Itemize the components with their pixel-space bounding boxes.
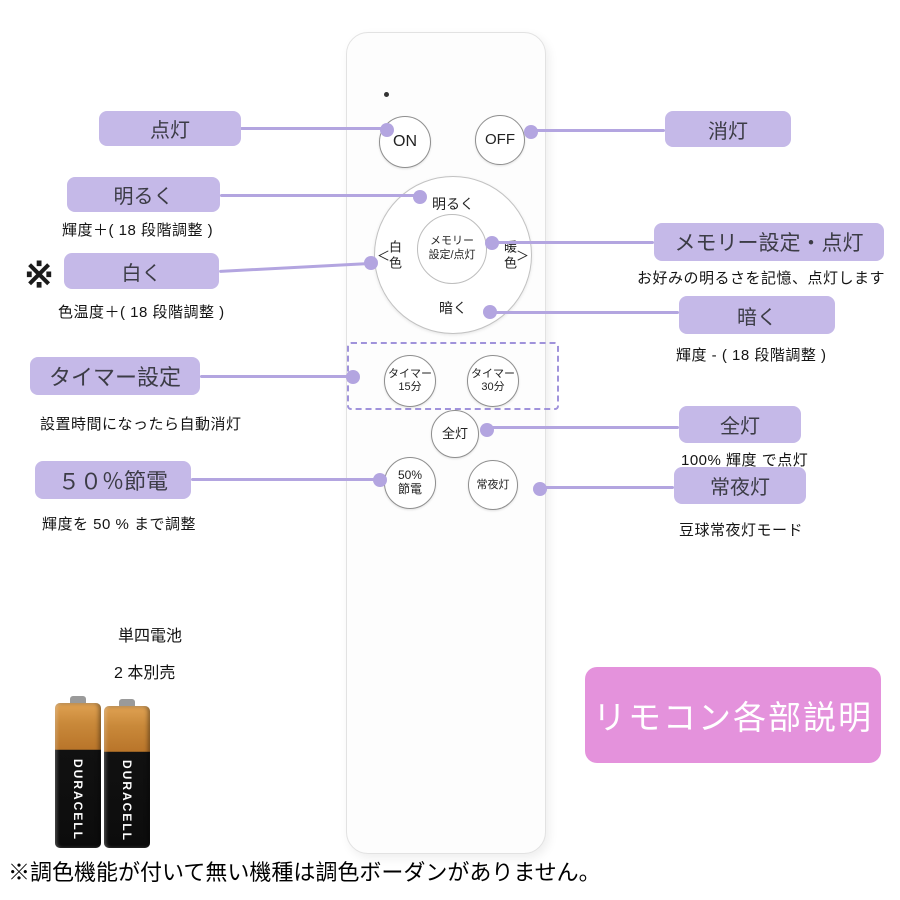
led-indicator (384, 92, 389, 97)
battery-type-label: 単四電池 (118, 628, 183, 645)
callout-all-light-sub: 100% 輝度 で点灯 (681, 452, 809, 469)
battery-left: DURACELL (55, 696, 101, 848)
remote-off-button: OFF (475, 115, 525, 165)
callout-memory: メモリー設定・点灯 (654, 223, 884, 261)
connector-dot (533, 482, 547, 496)
connector-dot (480, 423, 494, 437)
callout-brighter-sub: 輝度＋( 18 段階調整 ) (62, 222, 214, 239)
connector-dot (346, 370, 360, 384)
connector-dot (485, 236, 499, 250)
callout-whiter: 白く (64, 253, 219, 289)
all-light-button: 全灯 (431, 410, 479, 458)
connector-dot (483, 305, 497, 319)
callout-timer-sub: 設置時間になったら自動消灯 (40, 416, 242, 433)
connector-dot (380, 123, 394, 137)
callout-save50: ５０％節電 (35, 461, 191, 499)
save-50-button: 50% 節電 (384, 457, 436, 509)
connector-line (491, 311, 679, 314)
callout-timer: タイマー設定 (30, 357, 200, 395)
pad-brighter-label: 明るく (432, 196, 474, 212)
callout-brighter: 明るく (67, 177, 220, 212)
connector-line (240, 127, 386, 130)
callout-power-off: 消灯 (665, 111, 791, 147)
connector-line (532, 129, 665, 132)
callout-night-light-sub: 豆球常夜灯モード (679, 522, 804, 539)
asterisk-mark: ※ (24, 254, 55, 295)
callout-whiter-sub: 色温度＋( 18 段階調整 ) (58, 304, 225, 321)
connector-dot (364, 256, 378, 270)
memory-set-button: メモリー 設定/点灯 (417, 214, 487, 284)
footnote: ※調色機能が付いて無い機種は調色ボーダンがありません。 (8, 860, 601, 885)
callout-memory-sub: お好みの明るさを記憶、点灯します (637, 270, 886, 287)
timer-group-outline (347, 342, 559, 410)
connector-line (191, 478, 377, 481)
right-arrow-icon: ＞ (515, 248, 529, 264)
battery-terminal (119, 699, 135, 706)
battery-brand-label: DURACELL (120, 760, 134, 843)
night-light-button: 常夜灯 (468, 460, 518, 510)
callout-power-on: 点灯 (99, 111, 241, 146)
connector-dot (524, 125, 538, 139)
battery-shell: DURACELL (55, 703, 101, 848)
timer-30-button: タイマー 30分 (467, 355, 519, 407)
callout-save50-sub: 輝度を 50 % まで調整 (42, 516, 197, 533)
battery-sold-separately-label: 2 本別売 (114, 665, 176, 682)
battery-right: DURACELL (104, 699, 150, 848)
pad-white-label: 白 色 (389, 239, 403, 270)
callout-all-light: 全灯 (679, 406, 801, 443)
battery-shell: DURACELL (104, 706, 150, 848)
connector-line (541, 486, 674, 489)
title-badge: リモコン各部説明 (585, 667, 881, 763)
callout-night-light: 常夜灯 (674, 467, 806, 504)
connector-dot (413, 190, 427, 204)
connector-line (200, 375, 350, 378)
connector-line (488, 426, 679, 429)
pad-darker-label: 暗く (439, 300, 467, 316)
connector-line (220, 194, 419, 197)
battery-brand-label: DURACELL (71, 759, 85, 842)
battery-terminal (70, 696, 86, 703)
left-arrow-icon: ＜ (377, 248, 391, 264)
timer-15-button: タイマー 15分 (384, 355, 436, 407)
connector-dot (373, 473, 387, 487)
connector-line (493, 241, 654, 244)
callout-darker: 暗く (679, 296, 835, 334)
callout-darker-sub: 輝度 - ( 18 段階調整 ) (676, 347, 827, 364)
